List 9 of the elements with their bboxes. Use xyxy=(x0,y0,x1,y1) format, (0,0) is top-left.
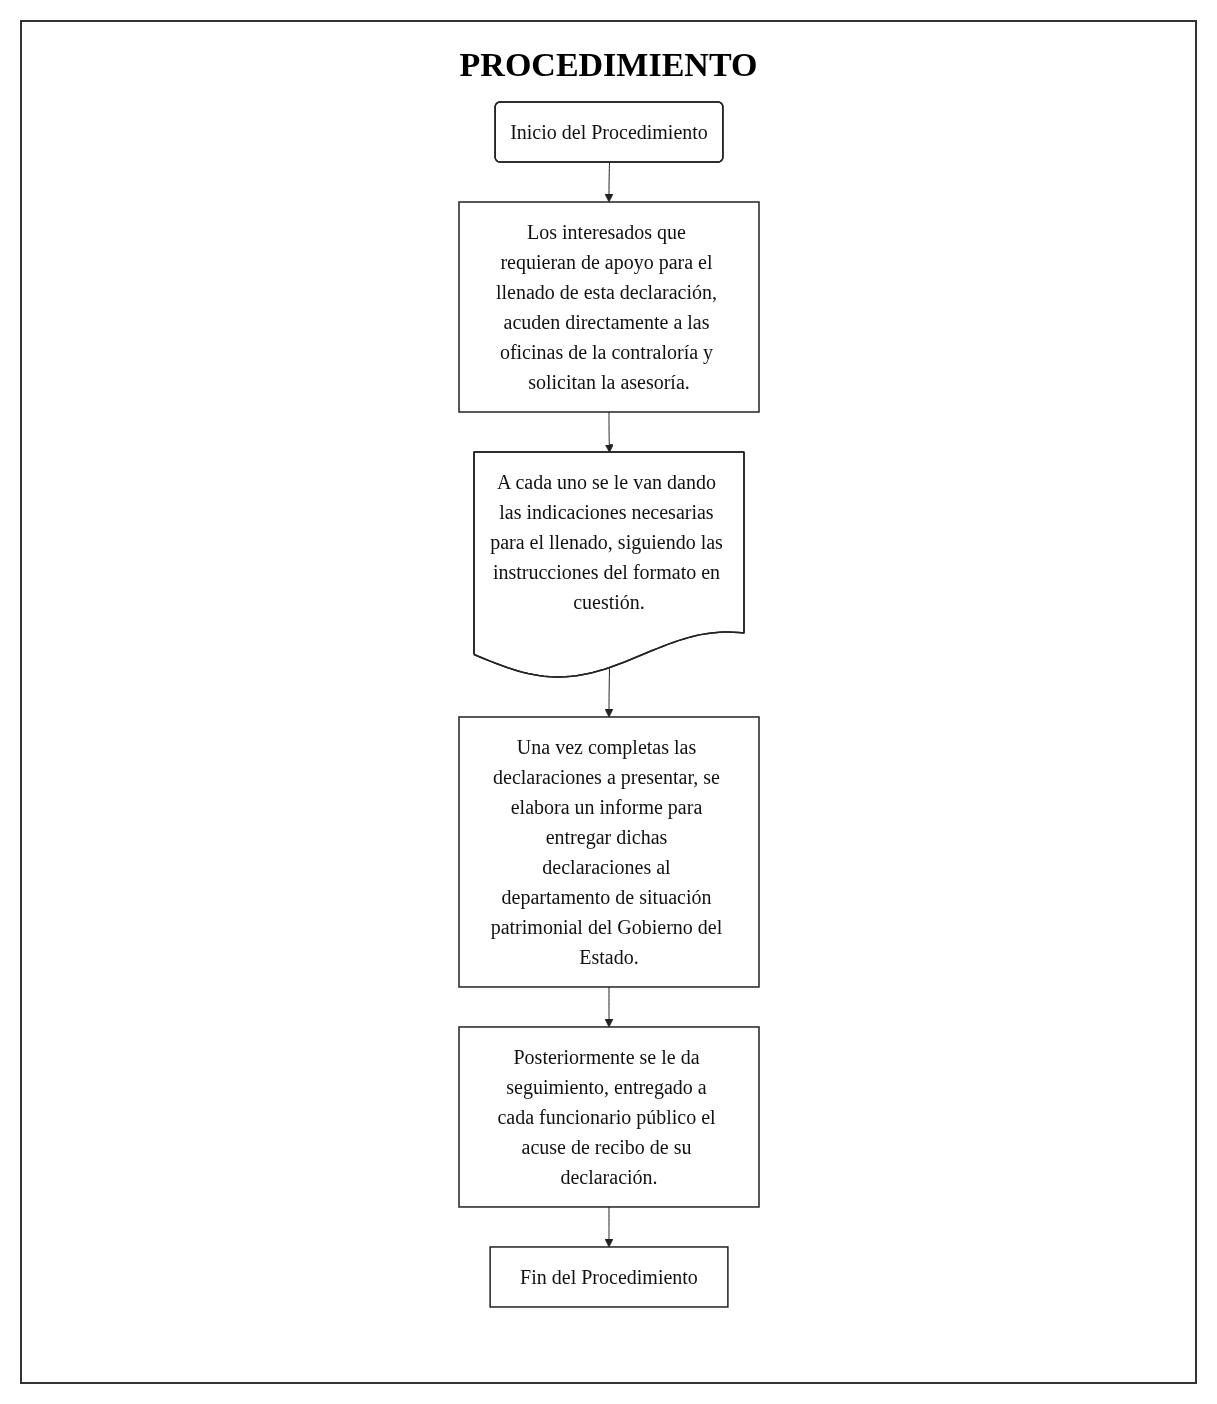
arrow xyxy=(604,1206,613,1248)
node-box: Fin del Procedimiento xyxy=(488,1246,729,1308)
arrow xyxy=(604,667,613,718)
arrow xyxy=(604,986,613,1028)
node-box: Posteriormente se le da seguimiento, entregado a cada funcionario público el acuse de recibo de su declaración. xyxy=(457,1026,760,1208)
node-box: Los interesados que requieran de apoyo para el llenado de esta declaración, acuden directamente a las oficinas de la contraloría y solicitan la asesoría. xyxy=(457,201,760,413)
arrow xyxy=(604,162,613,203)
node-box: Una vez completas las declaraciones a presentar, se elabora un informe para entregar dichas declaraciones al departamento de situación patrimonial del Gobierno del Estado. xyxy=(457,716,760,988)
diagram-title: PROCEDIMIENTO xyxy=(459,46,758,84)
